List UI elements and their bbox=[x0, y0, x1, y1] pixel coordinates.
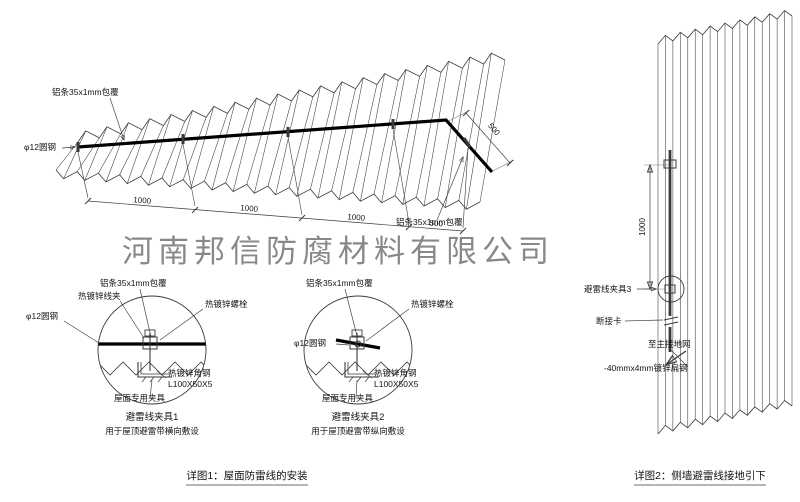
roof-extension-lines bbox=[77, 128, 469, 229]
detail2-caption-sub: 用于屋顶避雷带纵向敷设 bbox=[311, 426, 405, 436]
corrugated-wall-panel bbox=[657, 9, 793, 435]
leader-line bbox=[109, 97, 124, 140]
detail1-alu-label: 铝条35x1mm包覆 bbox=[100, 278, 167, 288]
dim-500: 500 bbox=[429, 218, 444, 228]
corrugated-roof-panel bbox=[55, 52, 506, 210]
wall-dimension bbox=[644, 163, 668, 291]
detail-1-leaders bbox=[63, 288, 204, 399]
to-ground-arrow bbox=[667, 350, 687, 364]
wall-disconnect-label: 断接卡 bbox=[596, 316, 622, 326]
detail2-caption-title: 避雷线夹具2 bbox=[332, 411, 385, 423]
detail-circle-2: 铝条35x1mm包覆 热镀锌螺栓 φ12圆钢 热镀锌角钢 L100X50X5 屋… bbox=[294, 278, 454, 436]
leader-line bbox=[624, 319, 664, 322]
detail1-angle-spec-label: L100X50X5 bbox=[168, 379, 213, 389]
detail1-wire-clamp-label: 热镀锌线夹 bbox=[78, 291, 121, 301]
figure2-caption: 详图2：侧墙避雷线接地引下 bbox=[634, 469, 766, 482]
wall-flat-steel-label: -40mmx4mm镀锌扁钢 bbox=[604, 363, 688, 373]
dim-1000-c: 1000 bbox=[347, 212, 366, 222]
wall-clamp-top bbox=[663, 159, 677, 169]
detail-2-leaders bbox=[335, 288, 410, 399]
dim-1000-b: 1000 bbox=[240, 203, 259, 213]
dim-1000-a: 1000 bbox=[133, 195, 152, 205]
roof-slope-dimension bbox=[448, 109, 515, 172]
wall-to-ground-label: 至主接地网 bbox=[648, 339, 691, 349]
wall-clamp3-label: 避雷线夹具3 bbox=[584, 284, 632, 294]
roof-wire-clamps bbox=[76, 119, 472, 152]
detail1-angle-label: 热镀锌角钢 bbox=[168, 368, 211, 378]
leader-line bbox=[436, 157, 463, 221]
detail1-caption-title: 避雷线夹具1 bbox=[126, 411, 179, 423]
detail2-angle-label: 热镀锌角钢 bbox=[374, 368, 417, 378]
roof-round-steel-label: φ12圆钢 bbox=[24, 142, 56, 152]
detail1-fixture-label: 屋面专用夹具 bbox=[114, 393, 166, 403]
detail2-angle-spec-label: L100X50X5 bbox=[374, 379, 419, 389]
detail-circle-1: 铝条35x1mm包覆 热镀锌线夹 热镀锌螺栓 φ12圆钢 热镀锌角钢 L100X… bbox=[26, 278, 248, 436]
detail1-bolt-label: 热镀锌螺栓 bbox=[205, 299, 248, 309]
detail2-fixture-label: 屋面专用夹具 bbox=[322, 393, 374, 403]
roof-alu-strip-label-right: 铝条35x1mm包覆 bbox=[396, 217, 463, 227]
company-watermark: 河南邦信防腐材料有限公司 bbox=[122, 234, 554, 269]
lightning-wire bbox=[77, 118, 494, 174]
detail1-caption-sub: 用于屋顶避雷带横向敷设 bbox=[105, 426, 199, 436]
detail-1-internals bbox=[98, 329, 206, 383]
detail2-alu-label: 铝条35x1mm包覆 bbox=[306, 278, 373, 288]
detail2-bolt-label: 热镀锌螺栓 bbox=[411, 299, 454, 309]
detail-2-internals bbox=[304, 329, 412, 383]
wall-dim-1000: 1000 bbox=[638, 218, 647, 236]
dim-slope-500: 500 bbox=[486, 121, 502, 137]
leader-line bbox=[61, 147, 75, 148]
leader-line bbox=[670, 349, 689, 368]
figure1-caption: 详图1：屋面防雷线的安装 bbox=[186, 469, 308, 482]
roof-dimension-line bbox=[84, 197, 467, 235]
detail2-round-steel-label: φ12圆钢 bbox=[294, 338, 326, 348]
roof-alu-strip-label-left: 铝条35x1mm包覆 bbox=[52, 87, 119, 97]
detail1-round-steel-label: φ12圆钢 bbox=[26, 311, 58, 321]
